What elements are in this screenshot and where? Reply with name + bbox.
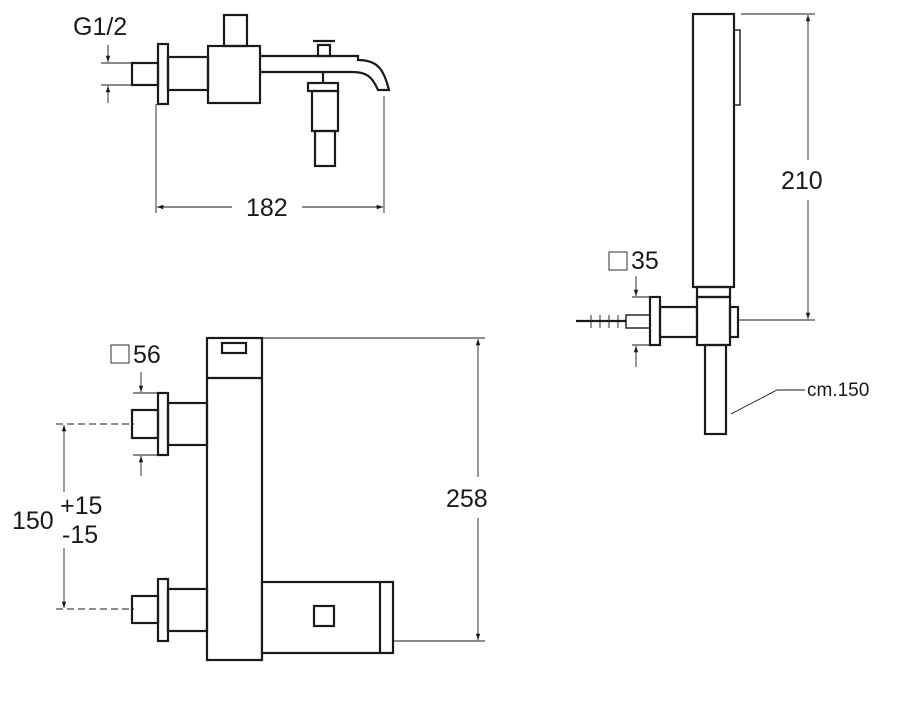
- handshower-view: 35 210 cm.150: [576, 12, 869, 436]
- spacing-minus-label: -15: [62, 521, 98, 549]
- hose-fitting-body: [625, 314, 651, 329]
- holder-block: [695, 295, 732, 347]
- thread-size-label: G1/2: [73, 13, 127, 41]
- square-35-label: 35: [631, 247, 659, 275]
- spacing-base-label: 150: [12, 507, 54, 535]
- front-lower-flange: [156, 577, 170, 643]
- side-wall-flange: [156, 42, 170, 106]
- handshower-spray-head: [733, 29, 741, 106]
- spacing-plus-label: +15: [60, 492, 102, 520]
- front-mixer-body: [205, 336, 264, 662]
- side-view: G1/2 182: [73, 13, 391, 222]
- length-dimension-label: 210: [781, 167, 823, 195]
- square-symbol-56: [110, 344, 130, 364]
- height-dimension-label: 258: [446, 485, 488, 513]
- handshower-handle: [691, 12, 736, 289]
- side-outlet-tip: [313, 129, 337, 168]
- front-upper-connector: [166, 401, 209, 447]
- side-outlet-body: [310, 89, 340, 133]
- width-dimension-label: 182: [246, 194, 288, 222]
- front-upper-thread: [130, 408, 160, 440]
- side-diverter-knob: [316, 43, 332, 58]
- hose-leader-line: [730, 389, 805, 415]
- front-lever-slot: [220, 341, 248, 355]
- front-lower-thread: [130, 594, 160, 625]
- holder-side-tab: [728, 305, 740, 339]
- side-outlet-collar: [306, 81, 340, 93]
- front-lower-connector: [166, 587, 209, 633]
- front-view: 56 150 +15 -15 258: [12, 336, 488, 662]
- side-thread-stub: [130, 61, 160, 87]
- square-56-label: 56: [133, 341, 161, 369]
- front-diverter-square: [312, 604, 336, 628]
- wall-connector: [658, 305, 699, 339]
- hose: [703, 343, 728, 436]
- side-connector: [166, 55, 210, 92]
- square-symbol-35: [608, 251, 628, 271]
- side-lever: [222, 13, 249, 48]
- side-mixer-body: [206, 44, 262, 105]
- hose-length-label: cm.150: [807, 380, 869, 401]
- front-spout-box: [260, 580, 395, 655]
- holder-collar: [695, 285, 732, 299]
- front-upper-flange: [156, 391, 170, 457]
- wall-flange: [648, 295, 662, 347]
- side-spout: [260, 54, 391, 92]
